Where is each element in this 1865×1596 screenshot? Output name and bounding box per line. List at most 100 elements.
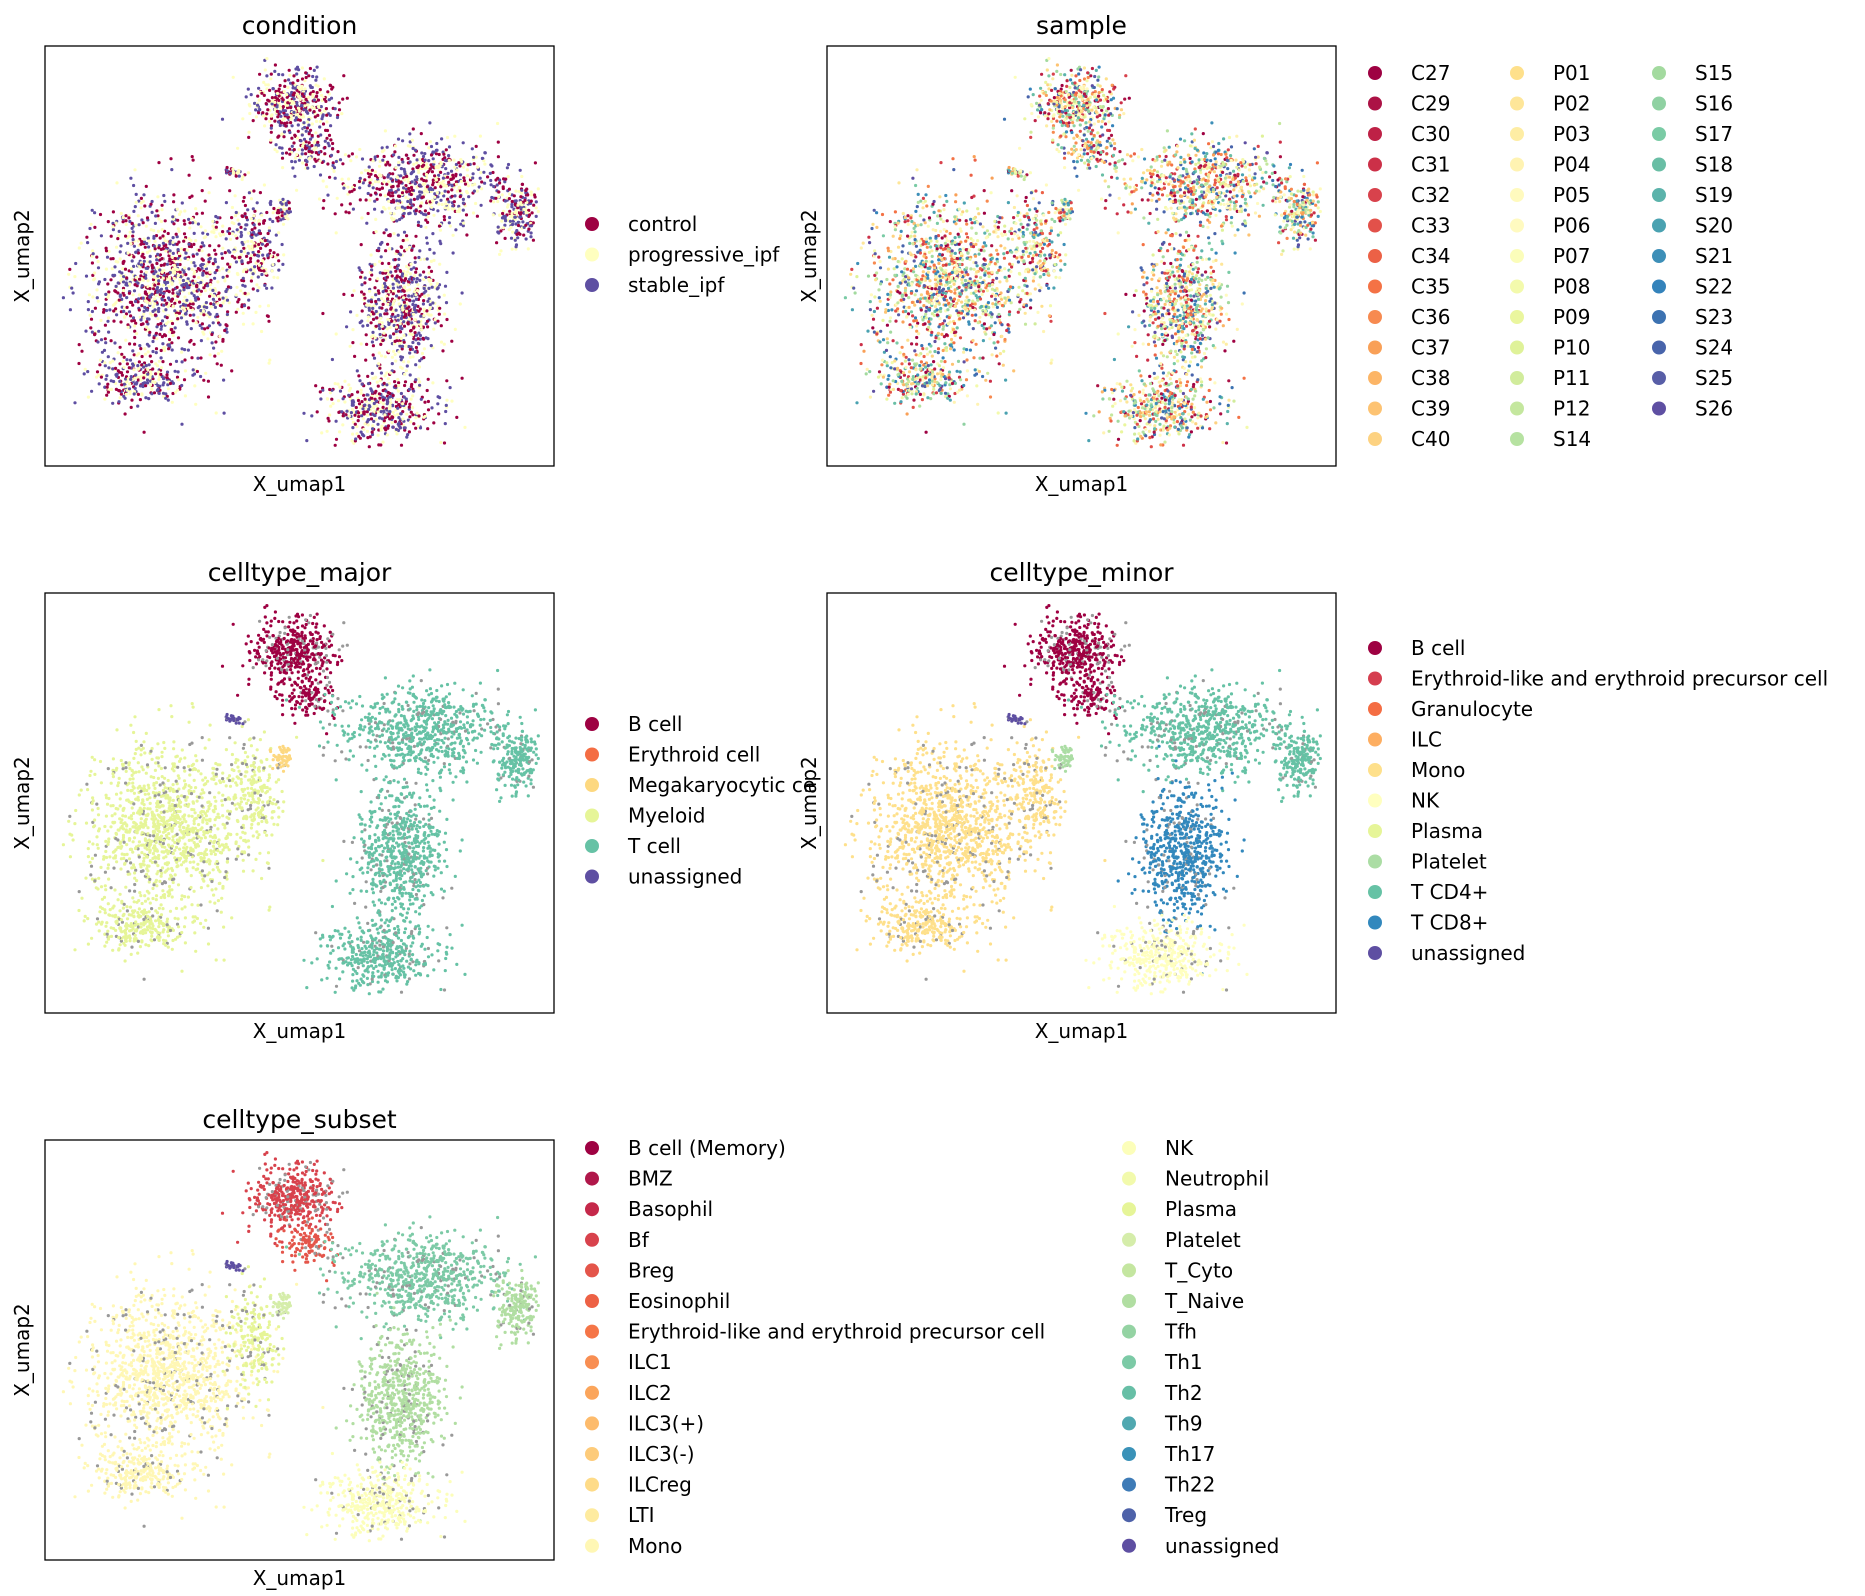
scatter-point <box>300 104 303 107</box>
scatter-point <box>204 200 207 203</box>
scatter-point <box>187 267 190 270</box>
scatter-point <box>197 288 200 291</box>
scatter-point <box>110 339 113 342</box>
scatter-point <box>151 314 154 317</box>
scatter-point <box>291 124 294 127</box>
scatter-point <box>268 120 271 123</box>
scatter-point <box>268 89 271 92</box>
scatter-point <box>153 240 156 243</box>
scatter-point <box>182 240 185 243</box>
scatter-point <box>241 117 244 120</box>
scatter-point <box>281 152 284 155</box>
scatter-point <box>314 131 317 134</box>
scatter-point <box>89 326 92 329</box>
scatter-point <box>323 152 326 155</box>
scatter-point <box>172 200 175 203</box>
scatter-point <box>134 300 137 303</box>
scatter-point <box>222 379 225 382</box>
scatter-point <box>206 337 209 340</box>
scatter-point <box>210 333 213 336</box>
scatter-point <box>182 283 185 286</box>
scatter-point <box>265 112 268 115</box>
scatter-point <box>286 86 289 89</box>
scatter-point <box>278 146 281 149</box>
scatter-point <box>151 340 154 343</box>
scatter-point <box>196 316 199 319</box>
scatter-point <box>68 268 71 271</box>
scatter-point <box>166 316 169 319</box>
scatter-point <box>301 116 304 119</box>
scatter-point <box>133 324 136 327</box>
scatter-point <box>122 310 125 313</box>
scatter-point <box>189 239 192 242</box>
scatter-point <box>138 344 141 347</box>
scatter-point <box>303 79 306 82</box>
scatter-point <box>140 240 143 243</box>
scatter-point <box>283 90 286 93</box>
scatter-point <box>143 260 146 263</box>
scatter-point <box>288 69 291 72</box>
scatter-point <box>114 307 117 310</box>
scatter-point <box>209 302 212 305</box>
scatter-point <box>212 321 215 324</box>
scatter-point <box>145 225 148 228</box>
scatter-point <box>219 304 222 307</box>
scatter-point <box>170 328 173 331</box>
scatter-point <box>149 260 152 263</box>
scatter-point <box>126 306 129 309</box>
scatter-point <box>133 168 136 171</box>
scatter-point <box>114 301 117 304</box>
scatter-point <box>213 277 216 280</box>
scatter-point <box>202 379 205 382</box>
scatter-point <box>129 177 132 180</box>
scatter-point <box>183 223 186 226</box>
scatter-point <box>290 117 293 120</box>
scatter-point <box>169 157 172 160</box>
scatter-point <box>80 350 83 353</box>
scatter-point <box>308 132 311 135</box>
scatter-point <box>275 234 278 237</box>
scatter-point <box>149 355 152 358</box>
scatter-point <box>104 341 107 344</box>
scatter-point <box>209 177 212 180</box>
scatter-point <box>215 269 218 272</box>
scatter-point <box>172 252 175 255</box>
scatter-point <box>153 308 156 311</box>
scatter-point <box>176 243 179 246</box>
scatter-point <box>340 112 343 115</box>
scatter-point <box>317 105 320 108</box>
scatter-point <box>92 278 95 281</box>
scatter-point <box>128 342 131 345</box>
scatter-point <box>212 303 215 306</box>
scatter-point <box>179 271 182 274</box>
scatter-point <box>131 304 134 307</box>
scatter-point <box>112 320 115 323</box>
scatter-point <box>242 312 245 315</box>
scatter-point <box>221 118 224 121</box>
scatter-point <box>191 217 194 220</box>
scatter-point <box>205 301 208 304</box>
scatter-point <box>118 230 121 233</box>
scatter-point <box>201 232 204 235</box>
scatter-point <box>91 209 94 212</box>
scatter-point <box>274 63 277 66</box>
scatter-point <box>329 124 332 127</box>
scatter-point <box>247 136 250 139</box>
scatter-point <box>85 236 88 239</box>
scatter-point <box>126 242 129 245</box>
scatter-point <box>74 262 77 265</box>
scatter-point <box>222 233 225 236</box>
scatter-point <box>221 225 224 228</box>
scatter-point <box>323 77 326 80</box>
scatter-point <box>315 146 318 149</box>
scatter-point <box>143 316 146 319</box>
scatter-point <box>174 370 177 373</box>
scatter-point <box>128 282 131 285</box>
scatter-point <box>200 245 203 248</box>
scatter-point <box>245 95 248 98</box>
scatter-point <box>144 246 147 249</box>
scatter-point <box>120 212 123 215</box>
scatter-point <box>176 219 179 222</box>
scatter-point <box>174 257 177 260</box>
